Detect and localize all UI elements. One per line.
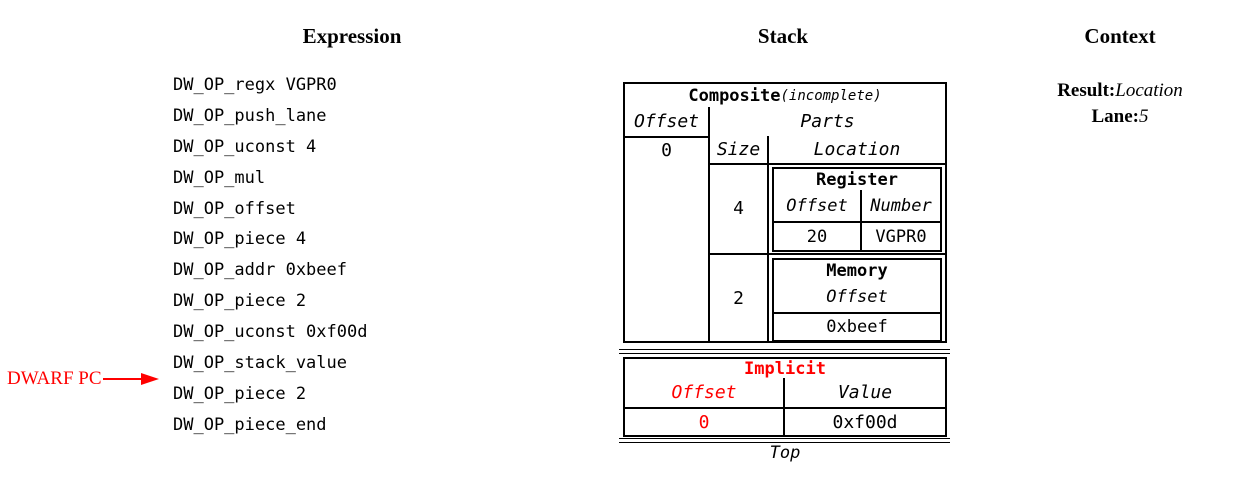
register-number-header: Number <box>870 195 932 216</box>
offset-header-underline <box>625 136 710 138</box>
part-size-value: 2 <box>733 287 744 309</box>
expression-op: DW_OP_mul <box>173 167 266 188</box>
expression-op: DW_OP_piece 4 <box>173 229 307 250</box>
composite-offset-value: 0 <box>661 140 672 161</box>
expression-op: DW_OP_uconst 4 <box>173 136 317 157</box>
lane-value: 5 <box>1139 106 1149 127</box>
register-offset-value: 20 <box>806 226 828 247</box>
composite-offset-parts-divider <box>708 107 710 341</box>
composite-location-header: Location <box>813 139 901 160</box>
memory-header-underline <box>774 312 940 314</box>
stack-entry-implicit: Implicit Offset Value 0 0xf00d <box>623 357 947 437</box>
composite-size-header: Size <box>716 139 761 160</box>
implicit-title: Implicit <box>744 358 826 379</box>
expression-op: DW_OP_uconst 0xf00d <box>173 322 368 343</box>
register-title: Register <box>816 169 898 190</box>
expression-op: DW_OP_offset <box>173 198 296 219</box>
composite-offset-header: Offset <box>633 111 700 132</box>
expression-op: DW_OP_piece 2 <box>173 291 307 312</box>
implicit-column-divider <box>783 378 785 435</box>
expression-list: DW_OP_regx VGPR0 DW_OP_push_lane DW_OP_u… <box>173 70 367 441</box>
register-number-value: VGPR0 <box>875 226 927 247</box>
result-value: Location <box>1115 80 1183 101</box>
context-panel: Result:Location Lane:5 <box>1020 78 1220 130</box>
dwarf-pc-arrow-icon <box>140 373 159 385</box>
dwarf-pc-pointer: DWARF PC <box>7 368 159 390</box>
context-lane-row: Lane:5 <box>1020 104 1220 130</box>
stack-top-separator <box>619 438 950 443</box>
dwarf-pc-arrow-line <box>102 378 141 380</box>
dwarf-pc-label: DWARF PC <box>7 368 102 389</box>
memory-title: Memory <box>826 260 888 281</box>
location-memory: Memory Offset 0xbeef <box>772 258 942 342</box>
expression-op-current: DW_OP_piece 2 <box>173 383 307 404</box>
parts-row-divider <box>710 253 945 255</box>
expression-op: DW_OP_push_lane <box>173 105 327 126</box>
implicit-offset-value: 0 <box>698 411 710 433</box>
stack-entry-composite: Composite(incomplete) Offset Parts 0 Siz… <box>623 82 947 343</box>
stack-column-title: Stack <box>757 24 809 48</box>
implicit-value-value: 0xf00d <box>832 411 898 433</box>
composite-qualifier-label: (incomplete) <box>780 87 882 104</box>
implicit-header-underline <box>625 407 945 409</box>
expression-op: DW_OP_stack_value <box>173 353 347 374</box>
register-column-divider <box>860 190 862 250</box>
expression-column-title: Expression <box>302 24 402 48</box>
composite-kind-label: Composite <box>688 85 781 106</box>
context-column-title: Context <box>1084 24 1156 48</box>
implicit-value-header: Value <box>837 382 893 403</box>
composite-title: Composite(incomplete) <box>625 84 945 107</box>
memory-offset-header: Offset <box>826 286 888 307</box>
expression-op: DW_OP_piece_end <box>173 414 327 435</box>
expression-op: DW_OP_regx VGPR0 <box>173 75 337 95</box>
register-offset-header: Offset <box>786 195 848 216</box>
context-result-row: Result:Location <box>1020 78 1220 104</box>
composite-parts-header: Parts <box>800 111 855 132</box>
result-label: Result: <box>1057 80 1116 101</box>
register-header-underline <box>774 221 940 223</box>
implicit-offset-header: Offset <box>671 382 737 403</box>
stack-top-label: Top <box>769 443 801 463</box>
location-register: Register Offset Number 20 VGPR0 <box>772 167 942 252</box>
expression-op: DW_OP_addr 0xbeef <box>173 260 347 281</box>
size-location-divider <box>767 136 769 341</box>
memory-offset-value: 0xbeef <box>826 317 888 337</box>
stack-entry-separator <box>619 349 950 354</box>
lane-label: Lane: <box>1091 106 1140 127</box>
part-size-value: 4 <box>733 197 744 219</box>
parts-header-underline <box>710 163 945 165</box>
